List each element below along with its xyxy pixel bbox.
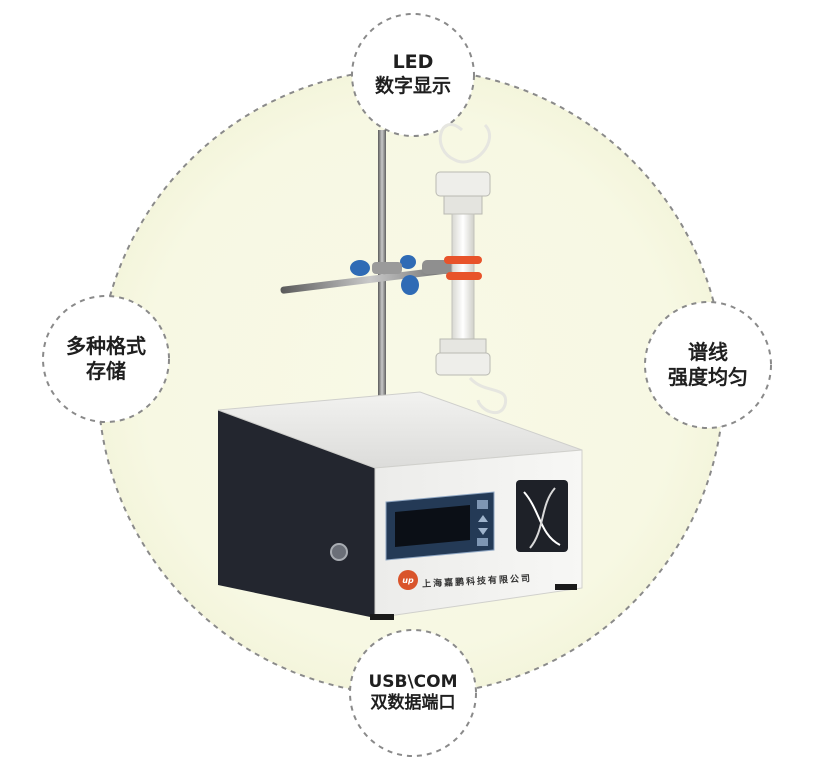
clamp-arm <box>280 265 460 294</box>
light-window <box>516 480 568 552</box>
feature-badge-led-title: LED <box>392 51 434 74</box>
down-arrow-icon <box>478 528 488 535</box>
feature-badge-storage-line2: 存储 <box>86 359 126 383</box>
badge-spectrum-circle <box>644 301 772 429</box>
brand-logo-icon: up <box>398 570 418 590</box>
feature-badge-storage: 多种格式 存储 <box>43 296 169 422</box>
feature-badge-storage-line1: 多种格式 <box>66 334 146 358</box>
brand-label: up 上海嘉鹏科技有限公司 <box>398 570 568 590</box>
badge-led-circle <box>351 13 475 137</box>
feature-badge-spectrum: 谱线 强度均匀 <box>645 302 771 428</box>
photoreactor-device <box>217 391 583 620</box>
led-screen <box>395 505 470 547</box>
feature-badge-ports: USB\COM 双数据端口 <box>350 630 476 756</box>
feature-badge-spectrum-line2: 强度均匀 <box>668 365 748 389</box>
feature-badge-ports-line1: USB\COM <box>368 671 458 692</box>
reactor-tube <box>435 123 508 415</box>
up-arrow-icon <box>478 515 488 522</box>
feature-badge-led-display: LED 数字显示 <box>352 14 474 136</box>
power-button-icon <box>330 543 348 561</box>
feature-badge-led-subtitle: 数字显示 <box>374 75 451 97</box>
menu-icon <box>477 500 488 509</box>
feature-badge-spectrum-line1: 谱线 <box>688 340 728 364</box>
badge-storage-circle <box>42 295 170 423</box>
badge-port-circle <box>349 629 477 757</box>
clamp-knobs <box>350 255 452 295</box>
enter-icon <box>477 538 488 546</box>
feature-badge-ports-line2: 双数据端口 <box>370 693 456 713</box>
brand-name: 上海嘉鹏科技有限公司 <box>421 573 533 590</box>
